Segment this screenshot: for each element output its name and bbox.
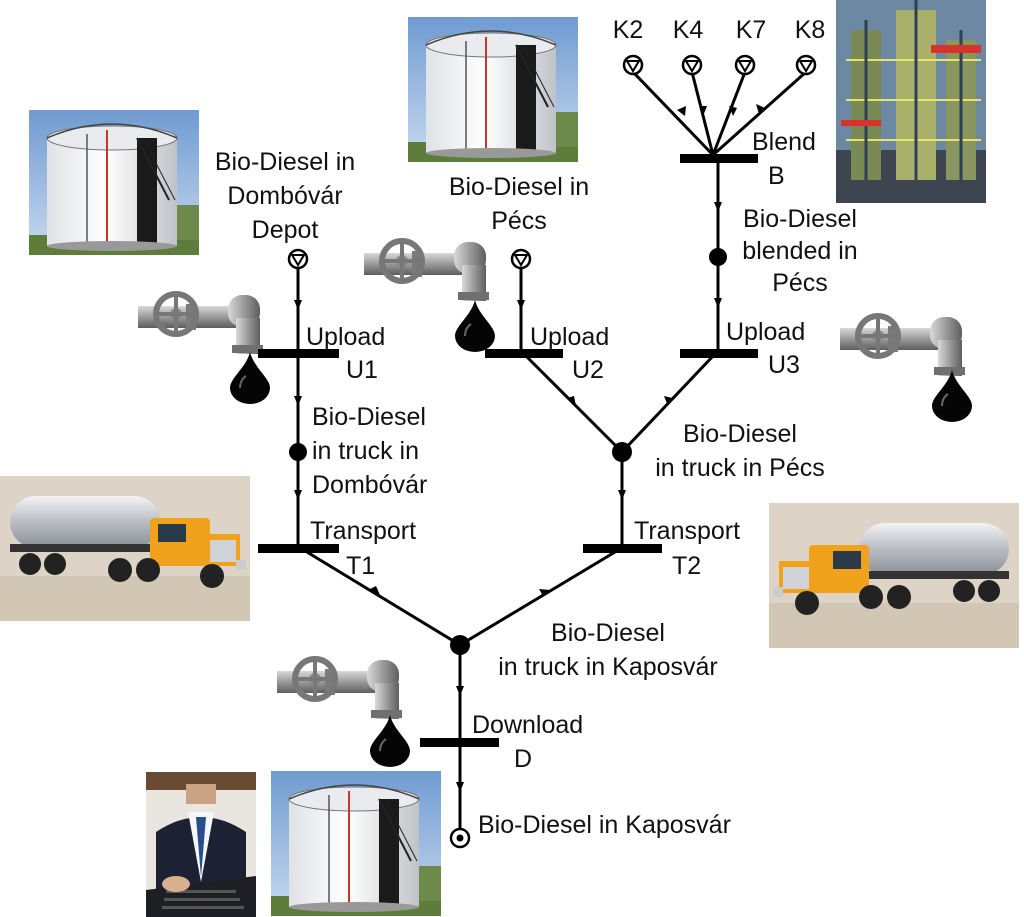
source-label-k8: K8 — [795, 16, 826, 44]
transition-transport-t1 — [258, 544, 339, 553]
transition-id: T1 — [346, 552, 375, 580]
label-download: Download D — [472, 711, 583, 773]
arrowhead — [294, 490, 302, 500]
source-k4-icon — [681, 54, 703, 76]
source-k8-icon — [795, 54, 817, 76]
label-upload-u1: Upload U1 — [306, 323, 385, 384]
arrowhead — [294, 396, 302, 406]
valve-icon — [277, 659, 403, 719]
arrowhead — [456, 782, 464, 792]
source-places — [287, 54, 817, 270]
place-blended-pecs — [709, 248, 727, 266]
source-label-k7: K7 — [736, 16, 767, 44]
label-transport-t1: Transport T1 — [310, 517, 416, 580]
arrowhead — [618, 490, 626, 500]
source-label-k4: K4 — [673, 16, 704, 44]
refinery-photo-icon — [836, 0, 986, 203]
transition-name: Upload — [306, 323, 385, 351]
label-blend: Blend B — [752, 128, 816, 190]
transition-name: Download — [472, 711, 583, 739]
tank-photo-icon — [408, 17, 578, 162]
transition-upload-u1 — [258, 349, 339, 358]
valve-icon — [138, 294, 264, 354]
transition-id: U3 — [768, 351, 800, 379]
transition-id: B — [768, 162, 785, 190]
arrowhead — [456, 686, 464, 696]
transition-id: U2 — [572, 356, 604, 384]
source-k7-icon — [734, 54, 756, 76]
arrowhead — [729, 106, 737, 116]
oil-drop-icon — [932, 370, 972, 422]
arrowhead — [700, 106, 707, 116]
place-label-kaposvar: Bio-Diesel in Kaposvár — [478, 811, 731, 839]
source-pecs-depot-icon — [510, 248, 532, 270]
source-k2-icon — [622, 54, 644, 76]
arrowhead — [567, 396, 576, 406]
arc-t1-kaposvar — [301, 547, 461, 647]
arrowhead — [756, 104, 765, 114]
label-upload-u2: Upload U2 — [530, 323, 609, 384]
arrowhead — [294, 300, 302, 310]
transition-upload-u2 — [485, 349, 563, 358]
tank-photo-icon — [29, 110, 199, 255]
source-dombovar-depot-icon — [287, 248, 309, 270]
arrowhead — [517, 300, 525, 310]
arrowhead — [677, 106, 686, 116]
transition-blend — [680, 154, 758, 163]
arc-k7-blend — [711, 71, 747, 156]
person-laptop-photo-icon — [146, 772, 256, 917]
arrowheads — [294, 104, 765, 792]
arrowhead — [714, 298, 722, 308]
transition-name: Blend — [752, 128, 816, 156]
truck-photo-icon — [0, 476, 250, 621]
transition-transport-t2 — [583, 544, 662, 553]
oil-drop-icon — [455, 300, 495, 352]
sink-kaposvar-icon — [449, 827, 471, 849]
transition-name: Transport — [634, 517, 740, 545]
transition-id: D — [514, 745, 532, 773]
transition-name: Upload — [530, 323, 609, 351]
arrowhead — [370, 586, 380, 595]
transition-download — [420, 738, 499, 747]
valve-icon — [364, 241, 490, 301]
place-truck-dombovar — [289, 443, 307, 461]
label-transport-t2: Transport T2 — [634, 517, 740, 580]
label-upload-u3: Upload U3 — [726, 318, 805, 379]
transition-upload-u3 — [680, 349, 758, 358]
place-truck-pecs — [612, 442, 632, 462]
arc-t2-kaposvar — [459, 547, 621, 647]
arrowhead — [714, 202, 722, 212]
arrowhead — [539, 589, 550, 596]
valve-icon — [840, 316, 966, 376]
transition-id: T2 — [672, 552, 701, 580]
transition-name: Upload — [726, 318, 805, 346]
oil-drop-icon — [370, 715, 410, 767]
transition-id: U1 — [346, 356, 378, 384]
source-label-k2: K2 — [613, 16, 644, 44]
transition-name: Transport — [310, 517, 416, 545]
arc-k2-blend — [631, 70, 715, 157]
oil-drop-icon — [230, 352, 270, 404]
arrowhead — [664, 396, 672, 406]
tank-photo-icon — [271, 771, 441, 916]
truck-photo-icon — [769, 503, 1019, 648]
place-truck-kaposvar — [450, 635, 470, 655]
